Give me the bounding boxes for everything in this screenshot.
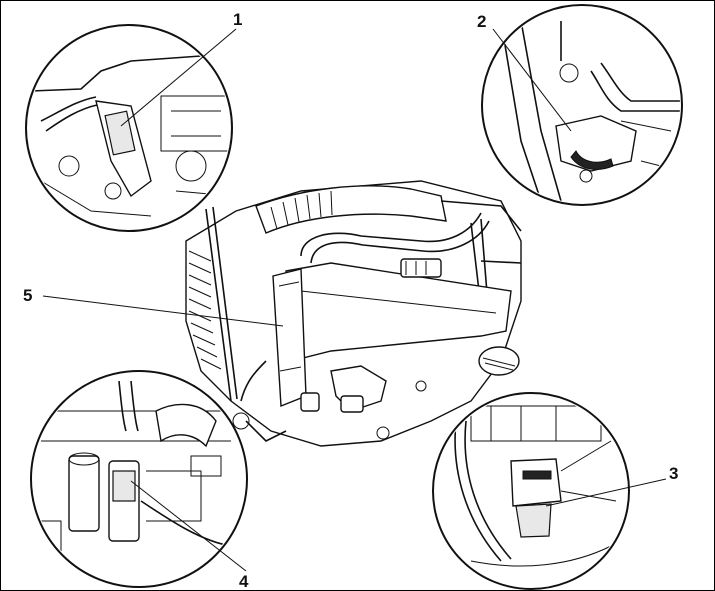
detail-view-4 bbox=[30, 370, 248, 588]
engine-assembly bbox=[185, 180, 522, 447]
leader-4 bbox=[130, 480, 247, 572]
leader-3 bbox=[545, 478, 667, 507]
detail-view-2 bbox=[481, 4, 683, 206]
leader-2 bbox=[492, 28, 572, 132]
detail-view-3 bbox=[432, 392, 630, 590]
callout-1: 1 bbox=[233, 10, 242, 29]
callout-2: 2 bbox=[477, 12, 486, 31]
callout-leaders bbox=[42, 28, 667, 572]
callout-labels: 1 2 3 4 5 bbox=[23, 10, 678, 590]
callout-5: 5 bbox=[23, 286, 32, 305]
detail-view-1 bbox=[25, 24, 233, 232]
leader-5 bbox=[42, 295, 284, 327]
leader-1 bbox=[120, 28, 237, 127]
oil-filler-cap bbox=[478, 346, 520, 376]
callout-3: 3 bbox=[669, 464, 678, 483]
intake-duct bbox=[255, 185, 447, 234]
callout-4: 4 bbox=[239, 572, 249, 590]
